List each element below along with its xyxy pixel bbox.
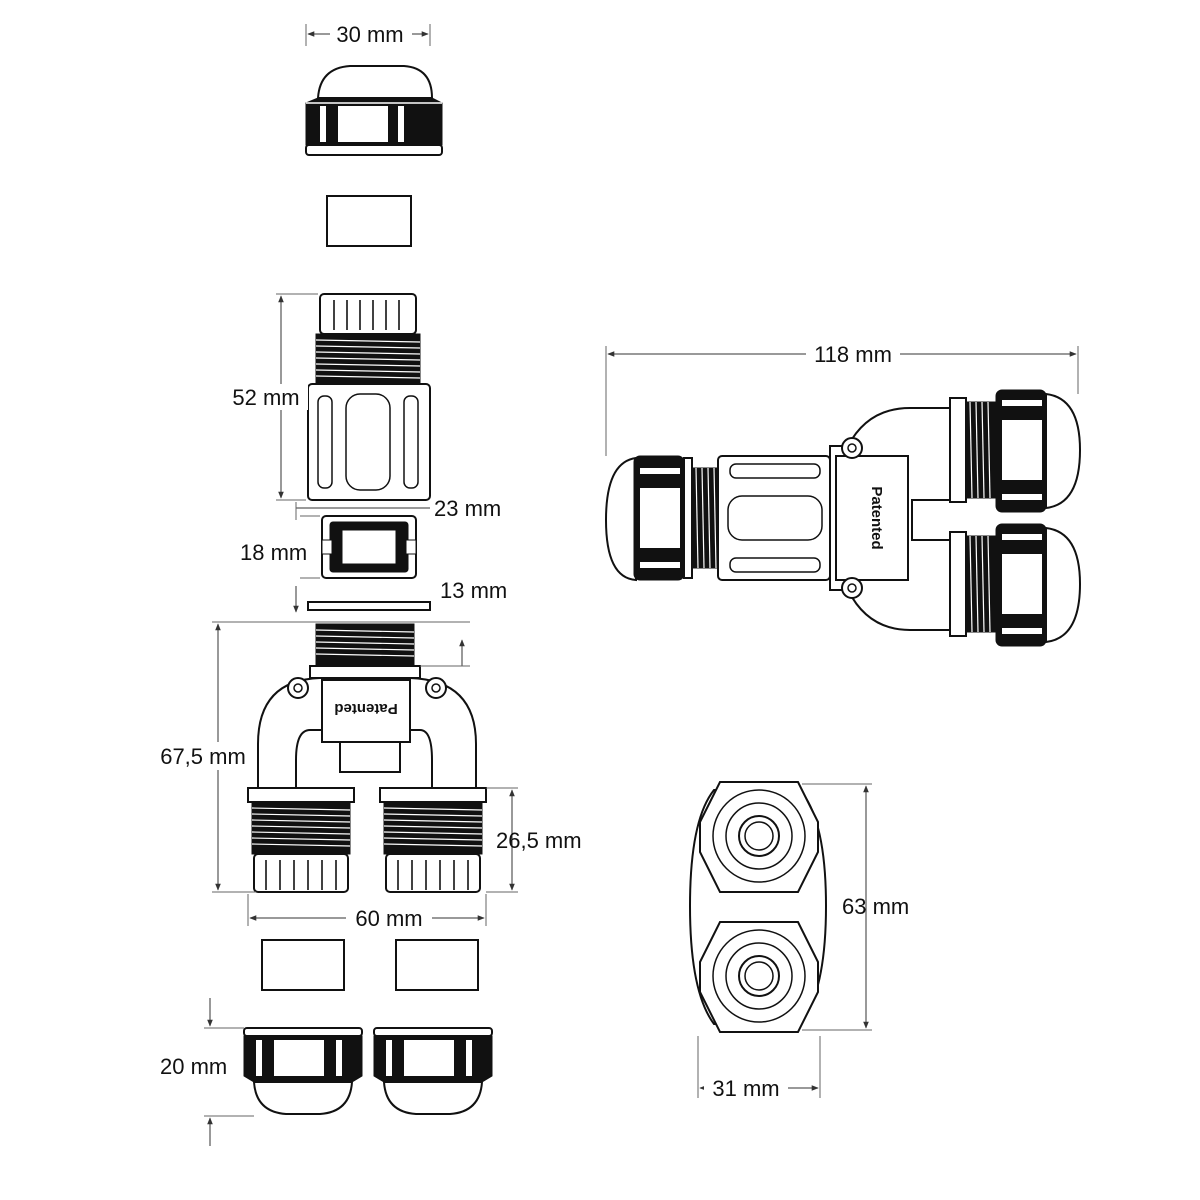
- end-cap-left: [243, 1027, 363, 1115]
- branch-span-label: 60 mm: [355, 906, 422, 931]
- branch-left: [247, 787, 355, 893]
- insert-width-label: 23 mm: [434, 496, 501, 521]
- dim-cap-width: 30 mm: [305, 22, 431, 47]
- end-view-width-label: 31 mm: [712, 1076, 779, 1101]
- end-view-upper-port: [699, 781, 819, 893]
- dim-insert-height: 18 mm: [240, 515, 320, 579]
- seal-right: [395, 939, 479, 991]
- washer-height-label: 13 mm: [440, 578, 507, 603]
- end-view-lower-port: [699, 921, 819, 1033]
- y-body-height-label: 67,5 mm: [160, 744, 246, 769]
- seal-insert: [326, 195, 412, 247]
- end-view: [688, 781, 828, 1033]
- seal-left: [261, 939, 345, 991]
- washer: [307, 601, 431, 611]
- body-length-label: 52 mm: [232, 385, 299, 410]
- y-body: Patented: [257, 623, 477, 791]
- dim-branch-thread: 26,5 mm: [486, 787, 582, 893]
- dim-insert-width: 23 mm: [295, 496, 501, 521]
- main-body: [307, 293, 431, 501]
- dim-end-view-height: 63 mm: [802, 783, 909, 1031]
- dim-end-view-width: 31 mm: [697, 1036, 821, 1102]
- branch-right: [379, 787, 487, 893]
- patented-mark: Patented: [868, 486, 885, 549]
- dim-y-body-height: 67,5 mm: [150, 621, 470, 893]
- total-length-label: 118 mm: [814, 342, 892, 367]
- dim-body-length: 52 mm: [226, 293, 318, 501]
- dim-washer-height: 13 mm: [293, 578, 507, 667]
- insert-height-label: 18 mm: [240, 540, 307, 565]
- cap-width-label: 30 mm: [336, 22, 403, 47]
- dim-end-cap-height: 20 mm: [160, 998, 254, 1146]
- branch-thread-label: 26,5 mm: [496, 828, 582, 853]
- dim-total-length: 118 mm: [605, 340, 1079, 456]
- assembled-connector: Patented: [604, 389, 1082, 647]
- end-cap-right: [373, 1027, 493, 1115]
- patented-mark-upside-down: Patented: [334, 700, 397, 717]
- end-view-height-label: 63 mm: [842, 894, 909, 919]
- contact-insert: [321, 515, 417, 579]
- top-cap: [305, 65, 443, 156]
- end-cap-height-label: 20 mm: [160, 1054, 227, 1079]
- dim-branch-span: 60 mm: [247, 894, 487, 931]
